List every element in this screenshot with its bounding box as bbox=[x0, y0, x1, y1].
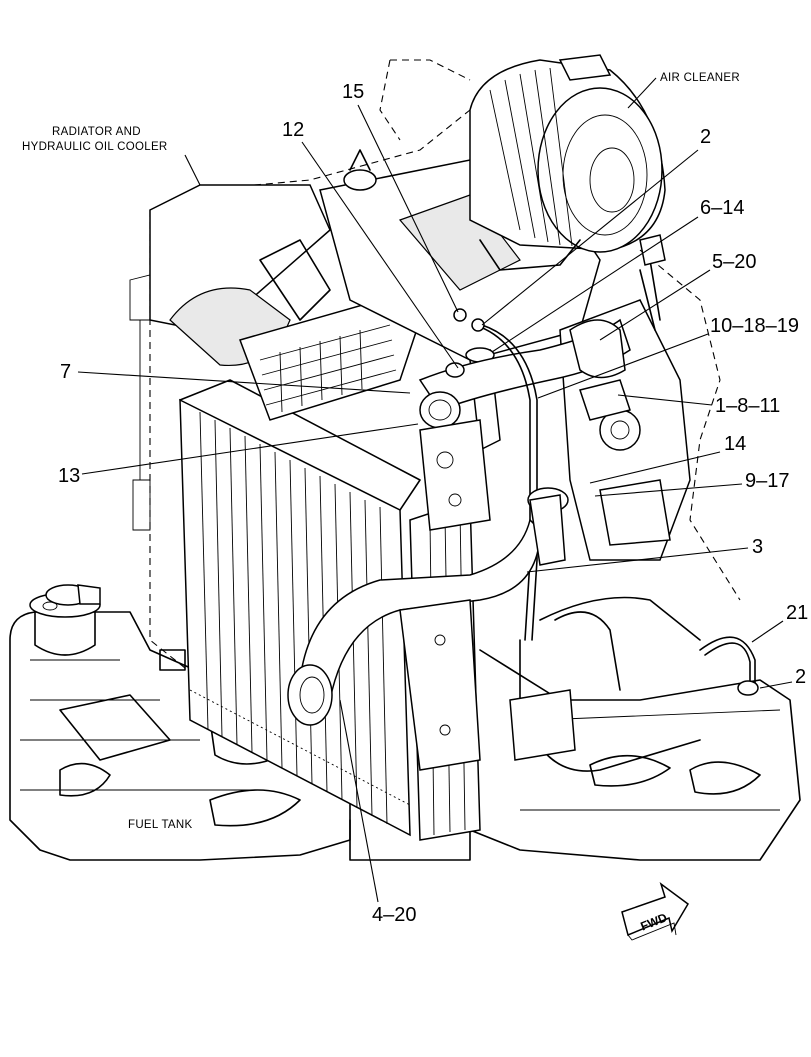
callout-12: 12 bbox=[282, 119, 459, 369]
callout-21-label: 21 bbox=[786, 602, 808, 624]
fuel-tank-label: FUEL TANK bbox=[128, 819, 193, 831]
forward-arrow: FWD bbox=[621, 882, 689, 941]
callout-14: 14 bbox=[589, 433, 746, 484]
callout-5-20: 5–20 bbox=[599, 251, 757, 341]
callout-13-label: 13 bbox=[58, 465, 80, 487]
callout-2-right: 2 bbox=[759, 666, 806, 689]
engine-block-outline bbox=[129, 59, 741, 681]
callout-9-17-label: 9–17 bbox=[745, 470, 790, 492]
callout-13: 13 bbox=[58, 423, 419, 487]
callout-7-label: 7 bbox=[60, 361, 71, 383]
callout-14-label: 14 bbox=[724, 433, 746, 455]
callout-3: 3 bbox=[526, 536, 763, 573]
callout-15: 15 bbox=[342, 81, 459, 313]
callout-1-8-11: 1–8–11 bbox=[617, 394, 780, 417]
callout-15-label: 15 bbox=[342, 81, 364, 103]
callout-10-18-19: 10–18–19 bbox=[537, 315, 799, 399]
callout-1-8-11-label: 1–8–11 bbox=[715, 395, 780, 417]
callout-12-label: 12 bbox=[282, 119, 304, 141]
callout-10-18-19-label: 10–18–19 bbox=[710, 315, 799, 337]
callout-7: 7 bbox=[60, 361, 411, 394]
callout-3-label: 3 bbox=[752, 536, 763, 558]
machine-frame-right bbox=[349, 649, 801, 861]
callout-6-14-label: 6–14 bbox=[700, 197, 745, 219]
radiator-top-tank bbox=[149, 184, 421, 421]
callout-6-14: 6–14 bbox=[491, 197, 745, 353]
callout-2-right-label: 2 bbox=[795, 666, 806, 688]
air-cleaner bbox=[469, 54, 666, 271]
callout-9-17: 9–17 bbox=[594, 470, 790, 497]
side-bracket bbox=[399, 419, 621, 771]
radiator-label-line2: HYDRAULIC OIL COOLER bbox=[22, 141, 168, 153]
callout-2-top-label: 2 bbox=[700, 126, 711, 148]
callout-2-top: 2 bbox=[481, 126, 711, 326]
air-cleaner-label: AIR CLEANER bbox=[660, 72, 740, 84]
lower-radiator-hose bbox=[287, 487, 569, 726]
callout-5-20-label: 5–20 bbox=[712, 251, 757, 273]
callout-4-20-label: 4–20 bbox=[372, 904, 417, 926]
callout-4-20: 4–20 bbox=[339, 699, 417, 926]
callout-21: 21 bbox=[751, 602, 808, 643]
upper-radiator-hose bbox=[418, 318, 631, 452]
radiator-label-line1: RADIATOR AND bbox=[52, 126, 141, 138]
